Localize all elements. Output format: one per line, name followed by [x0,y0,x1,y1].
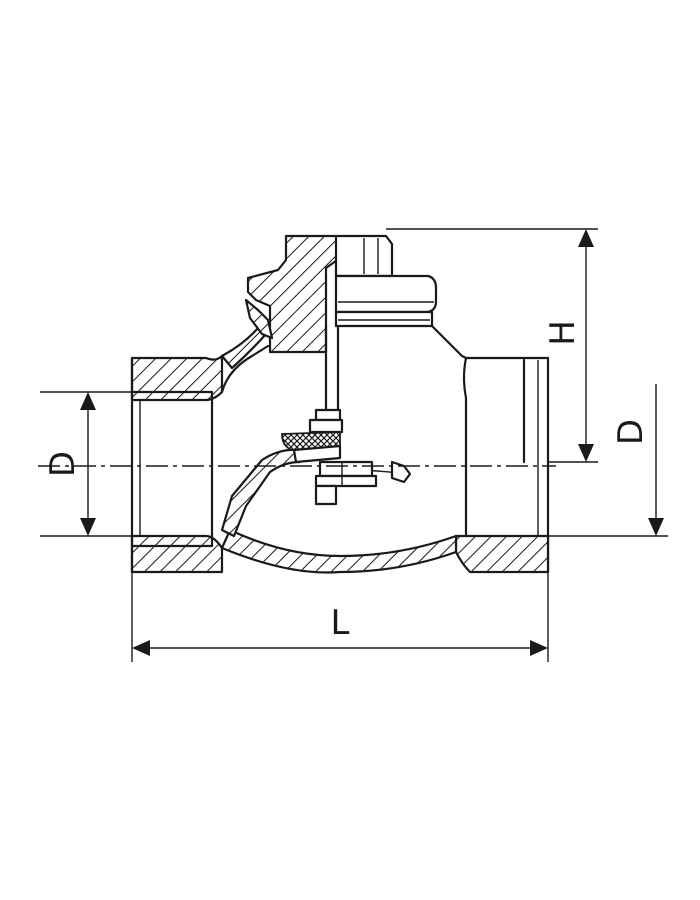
seat-web [220,448,302,538]
hinge-arm [324,324,340,412]
right-diameter-label: D [611,419,651,445]
disc-stem [318,460,374,478]
disc-nut [390,460,412,484]
length-label: L [331,603,350,643]
right-bottom-wall [454,534,550,574]
bonnet-cap [244,234,438,354]
left-diameter-label: D [43,451,83,477]
disc [292,444,342,464]
valve-body [130,320,550,574]
body-bottom-bowl [220,528,458,574]
dimensions: L H D D [40,228,668,662]
left-bottom-wall [130,534,224,574]
height-label: H [543,320,583,346]
hinge-block [334,274,438,314]
left-top-wall [130,354,224,402]
